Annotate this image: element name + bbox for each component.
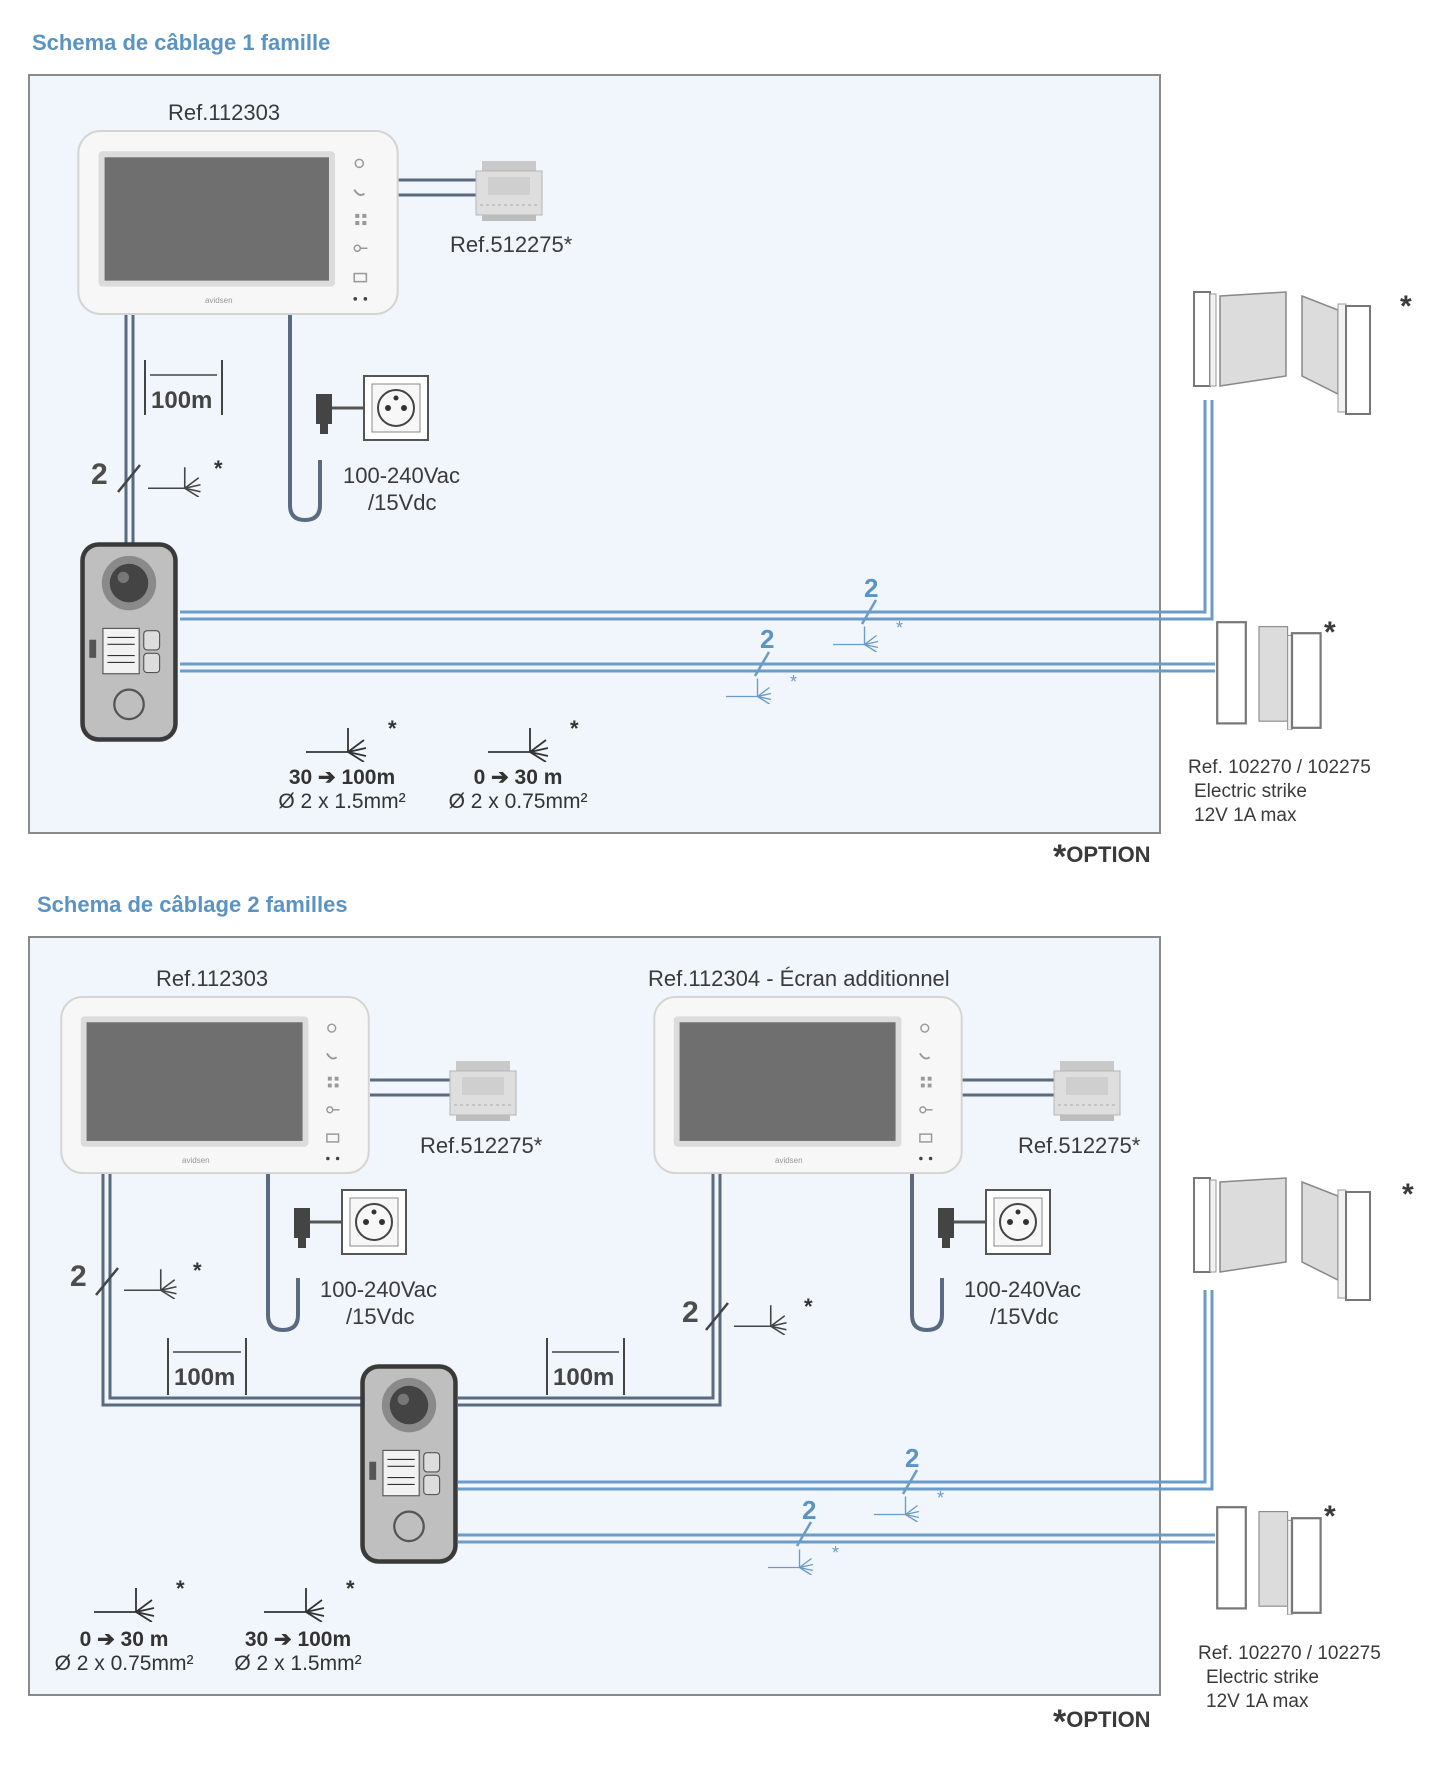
strike-ref-schema1: Ref. 102270 / 102275 xyxy=(1188,757,1371,778)
power1-line2-schema2: /15Vdc xyxy=(346,1304,415,1329)
schema-1-wiring xyxy=(117,178,1215,677)
power2-line2-schema2: /15Vdc xyxy=(990,1304,1059,1329)
power-label-line2-schema1: /15Vdc xyxy=(368,490,437,515)
power2-line1-schema2: 100-240Vac xyxy=(964,1277,1082,1302)
door-station-schema2 xyxy=(358,1362,460,1566)
cable-legend-b-schema1: 0 ➔ 30 m Ø 2 x 0.75mm² xyxy=(448,766,588,813)
cable-icon-strike-schema2 xyxy=(768,1545,828,1575)
strike-desc-schema1: Electric strike xyxy=(1194,781,1307,802)
option-star-strike-schema2: * xyxy=(832,1543,840,1563)
option-star-gate-schema2: * xyxy=(937,1488,945,1508)
strike-spec-schema1: 12V 1A max xyxy=(1194,805,1297,826)
power-module-ref-schema1: Ref.512275* xyxy=(450,232,573,257)
option-star-gate-device-schema1: * xyxy=(1400,290,1412,323)
distance-schema1: 100m xyxy=(151,387,213,414)
distance-right-schema2: 100m xyxy=(553,1364,615,1391)
monitor1-brand-schema2: avidsen xyxy=(182,1156,210,1165)
monitor2-ref-schema2: Ref.112304 - Écran additionnel xyxy=(648,966,950,991)
power-module1-schema2 xyxy=(448,1055,518,1125)
strike-wire-count-schema1: 2 xyxy=(760,624,775,654)
option-star-gate-device-schema2: * xyxy=(1402,1178,1414,1211)
option-star-right-schema2: * xyxy=(804,1294,813,1319)
cable-legend-a-icon-schema2 xyxy=(86,1582,182,1622)
cable-legend-a-schema1: 30 ➔ 100m Ø 2 x 1.5mm² xyxy=(278,766,406,813)
monitor1-ref-schema2: Ref.112303 xyxy=(156,966,269,991)
power1-line1-schema2: 100-240Vac xyxy=(320,1277,438,1302)
cable-icon-gate-schema2 xyxy=(874,1492,934,1522)
wire-count-left-schema2: 2 xyxy=(70,1260,87,1293)
power-module1-ref-schema2: Ref.512275* xyxy=(420,1133,543,1158)
gate-wire-count-schema2: 2 xyxy=(905,1443,920,1473)
cable-legend-b-star-schema2: * xyxy=(346,1576,355,1601)
monitor-brand-schema1: avidsen xyxy=(205,296,233,305)
monitor-112303-schema2 xyxy=(59,995,371,1175)
wire-count-right-schema2: 2 xyxy=(682,1296,699,1329)
electric-strike-schema2 xyxy=(1215,1505,1325,1615)
cable-legend-b-star-schema1: * xyxy=(570,716,579,741)
option-note-schema1: *OPTION xyxy=(1053,838,1151,876)
monitor2-brand-schema2: avidsen xyxy=(775,1156,803,1165)
cable-legend-b-icon-schema2 xyxy=(256,1582,352,1622)
power-socket1-schema2 xyxy=(284,1188,424,1258)
option-star-gate-schema1: * xyxy=(896,618,904,638)
option-star-strike-device-schema2: * xyxy=(1324,1500,1336,1533)
option-star-strike-device-schema1: * xyxy=(1324,616,1336,649)
cable-icon-right-schema2 xyxy=(734,1300,804,1335)
monitor-112304-schema2 xyxy=(652,995,964,1175)
option-star-main-schema1: * xyxy=(214,456,223,481)
cable-legend-a-star-schema2: * xyxy=(176,1576,185,1601)
option-note-schema2: *OPTION xyxy=(1053,1703,1151,1741)
option-star-left-schema2: * xyxy=(193,1258,202,1283)
cable-icon-left-schema2 xyxy=(124,1264,194,1299)
monitor-ref-schema1: Ref.112303 xyxy=(168,100,281,125)
power-module2-ref-schema2: Ref.512275* xyxy=(1018,1133,1141,1158)
distance-left-schema2: 100m xyxy=(174,1364,236,1391)
power-module2-schema2 xyxy=(1052,1055,1122,1125)
option-star-strike-schema1: * xyxy=(790,672,798,692)
cable-legend-a-star-schema1: * xyxy=(388,716,397,741)
strike-ref-schema2: Ref. 102270 / 102275 xyxy=(1198,1643,1381,1664)
schema-1-title: Schema de câblage 1 famille xyxy=(32,30,331,55)
strike-desc-schema2: Electric strike xyxy=(1206,1667,1319,1688)
strike-wire-count-schema2: 2 xyxy=(802,1495,817,1525)
schema-2-title: Schema de câblage 2 familles xyxy=(37,892,348,917)
gate-schema2 xyxy=(1190,1172,1390,1307)
power-label-line1-schema1: 100-240Vac xyxy=(343,463,461,488)
gate-wire-count-schema1: 2 xyxy=(864,573,879,603)
strike-spec-schema2: 12V 1A max xyxy=(1206,1691,1309,1712)
power-socket2-schema2 xyxy=(928,1188,1068,1258)
cable-legend-b-schema2: 30 ➔ 100m Ø 2 x 1.5mm² xyxy=(234,1628,362,1675)
wire-count-main-schema1: 2 xyxy=(91,458,108,491)
cable-legend-a-schema2: 0 ➔ 30 m Ø 2 x 0.75mm² xyxy=(54,1628,194,1675)
